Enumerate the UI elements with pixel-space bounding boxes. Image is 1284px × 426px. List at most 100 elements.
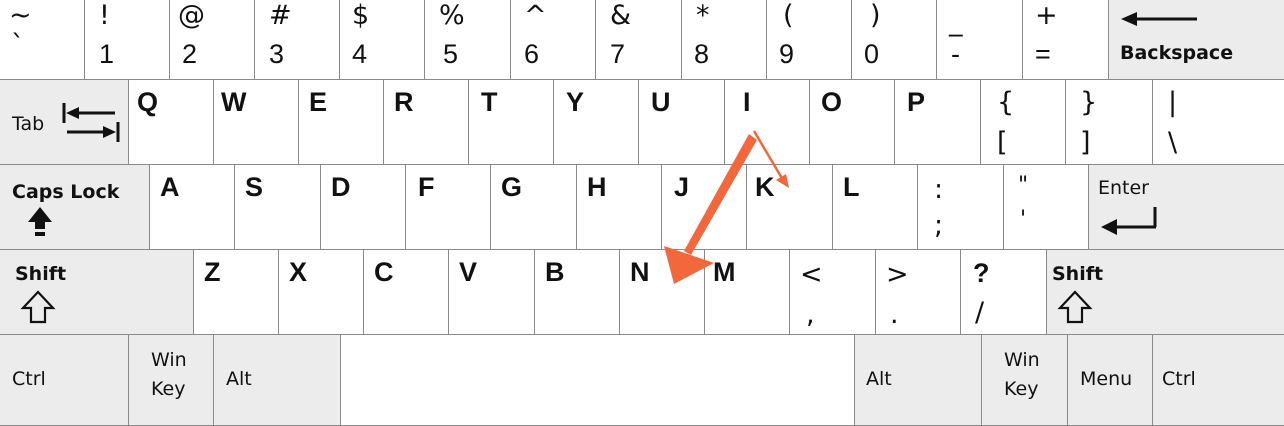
- key-letter: H: [587, 172, 607, 202]
- key-o[interactable]: O: [809, 79, 895, 165]
- key-lower-symbol: 6: [524, 39, 540, 69]
- key-right-bracket[interactable]: } ]: [1065, 79, 1153, 165]
- enter-key[interactable]: Enter: [1088, 164, 1284, 250]
- key-lower-symbol: ;: [934, 210, 944, 241]
- menu-key[interactable]: Menu: [1067, 334, 1153, 426]
- key-f[interactable]: F: [405, 164, 491, 250]
- key-4[interactable]: $ 4: [339, 0, 425, 80]
- key-6[interactable]: ^ 6: [510, 0, 596, 80]
- key-q[interactable]: Q: [128, 79, 214, 165]
- key-w[interactable]: W: [213, 79, 299, 165]
- key-r[interactable]: R: [383, 79, 469, 165]
- key-letter: T: [481, 87, 498, 117]
- key-letter: R: [394, 87, 414, 117]
- key-lower-symbol: 9: [779, 39, 795, 69]
- key-lower-symbol: 0: [864, 39, 880, 69]
- key-comma[interactable]: < ,: [789, 249, 876, 335]
- key-5[interactable]: % 5: [424, 0, 511, 80]
- key-z[interactable]: Z: [193, 249, 279, 335]
- key-i[interactable]: I: [724, 79, 810, 165]
- alt-right-label: Alt: [866, 368, 892, 390]
- alt-left-key[interactable]: Alt: [213, 334, 341, 426]
- key-h[interactable]: H: [576, 164, 662, 250]
- enter-return-icon: [1101, 207, 1157, 235]
- shift-left-key[interactable]: Shift: [0, 249, 194, 335]
- key-letter: N: [630, 257, 650, 287]
- key-e[interactable]: E: [298, 79, 384, 165]
- key-upper-symbol: :: [934, 174, 944, 205]
- enter-label: Enter: [1098, 177, 1149, 199]
- spacebar-key[interactable]: [340, 334, 855, 426]
- key-b[interactable]: B: [534, 249, 620, 335]
- key-letter: C: [374, 257, 394, 287]
- key-semicolon[interactable]: : ;: [917, 164, 1004, 250]
- key-left-bracket[interactable]: { [: [980, 79, 1066, 165]
- key-c[interactable]: C: [363, 249, 449, 335]
- key-lower-symbol: [: [997, 127, 1008, 158]
- key-upper-symbol: (: [783, 0, 794, 31]
- key-j[interactable]: J: [661, 164, 747, 250]
- tab-key[interactable]: Tab: [0, 79, 129, 165]
- key-lower-symbol: 5: [443, 39, 459, 69]
- key-lower-symbol: 3: [269, 39, 285, 69]
- key-upper-symbol: *: [696, 0, 710, 31]
- key-1[interactable]: ! 1: [84, 0, 170, 80]
- shift-right-label: Shift: [1052, 263, 1104, 285]
- win-left-label-line1: Win: [151, 349, 187, 371]
- key-a[interactable]: A: [149, 164, 235, 250]
- backspace-key[interactable]: Backspace: [1108, 0, 1284, 80]
- key-letter: D: [331, 172, 351, 202]
- key-upper-symbol: >: [886, 259, 909, 290]
- key-letter: L: [843, 172, 860, 202]
- key-x[interactable]: X: [278, 249, 364, 335]
- caps-lock-key[interactable]: Caps Lock: [0, 164, 150, 250]
- win-right-key[interactable]: Win Key: [981, 334, 1068, 426]
- shift-right-key[interactable]: Shift: [1046, 249, 1284, 335]
- key-upper-symbol: ^: [524, 0, 547, 31]
- key-l[interactable]: L: [832, 164, 918, 250]
- key-u[interactable]: U: [638, 79, 725, 165]
- tab-arrows-icon: [62, 103, 120, 142]
- key-2[interactable]: @ 2: [169, 0, 255, 80]
- alt-right-key[interactable]: Alt: [854, 334, 982, 426]
- backspace-label: Backspace: [1120, 42, 1234, 64]
- key-equals[interactable]: + =: [1022, 0, 1109, 80]
- key-minus[interactable]: _ -: [936, 0, 1023, 80]
- key-7[interactable]: & 7: [595, 0, 682, 80]
- key-t[interactable]: T: [468, 79, 554, 165]
- key-letter: W: [221, 87, 247, 117]
- key-v[interactable]: V: [448, 249, 535, 335]
- ctrl-right-key[interactable]: Ctrl: [1152, 334, 1284, 426]
- key-lower-symbol: =: [1035, 39, 1051, 69]
- key-8[interactable]: * 8: [681, 0, 767, 80]
- key-m[interactable]: M: [704, 249, 790, 335]
- key-upper-symbol: #: [269, 0, 292, 31]
- ctrl-left-key[interactable]: Ctrl: [0, 334, 129, 426]
- key-period[interactable]: > .: [875, 249, 961, 335]
- key-g[interactable]: G: [490, 164, 577, 250]
- key-3[interactable]: # 3: [254, 0, 340, 80]
- caps-lock-label: Caps Lock: [12, 181, 120, 203]
- win-right-label-line2: Key: [1004, 378, 1039, 400]
- caps-lock-arrow-icon: [28, 207, 52, 236]
- key-upper-symbol: ?: [973, 258, 990, 288]
- ctrl-left-label: Ctrl: [12, 368, 46, 390]
- key-p[interactable]: P: [894, 79, 981, 165]
- key-upper-symbol: |: [1168, 87, 1178, 118]
- key-quote[interactable]: " ': [1003, 164, 1089, 250]
- key-n[interactable]: N: [619, 249, 705, 335]
- key-9[interactable]: ( 9: [766, 0, 852, 80]
- key-k[interactable]: K: [746, 164, 833, 250]
- alt-left-label: Alt: [226, 368, 252, 390]
- key-letter: Q: [137, 87, 159, 117]
- key-y[interactable]: Y: [553, 79, 639, 165]
- key-d[interactable]: D: [320, 164, 406, 250]
- key-tilde[interactable]: ~ `: [0, 0, 85, 80]
- key-slash[interactable]: ? /: [960, 249, 1047, 335]
- win-left-key[interactable]: Win Key: [128, 334, 214, 426]
- key-backslash[interactable]: | \: [1152, 79, 1284, 165]
- key-0[interactable]: ) 0: [851, 0, 937, 80]
- key-letter: G: [501, 172, 523, 202]
- key-upper-symbol: ~: [9, 0, 32, 31]
- key-s[interactable]: S: [234, 164, 321, 250]
